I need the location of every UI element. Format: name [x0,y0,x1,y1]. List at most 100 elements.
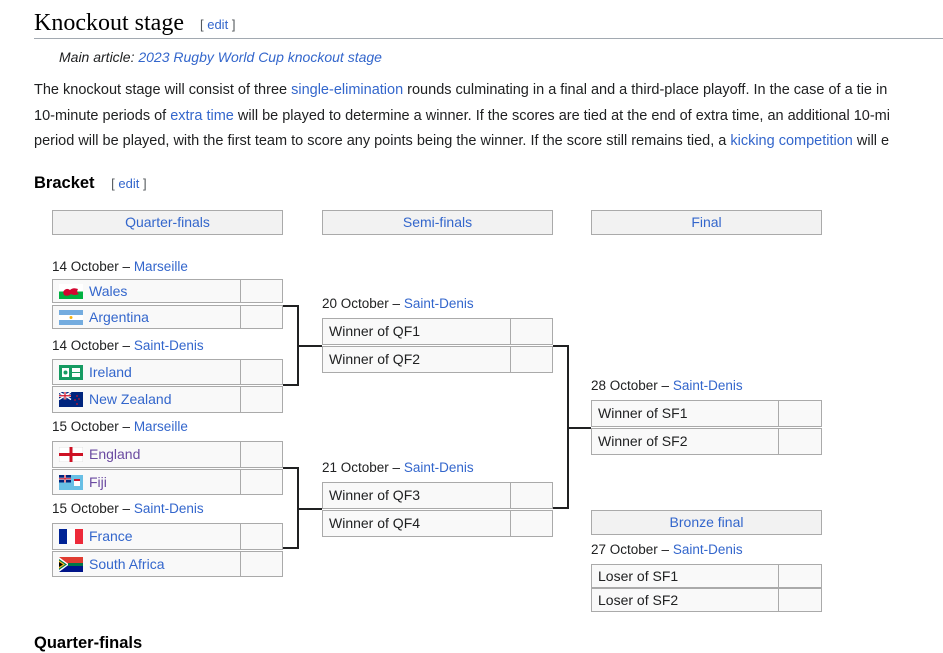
qf2-team2-row: New Zealand [52,386,283,413]
team-cell: Ireland [53,360,241,384]
main-article-link[interactable]: 2023 Rugby World Cup knockout stage [138,49,382,65]
qf2-team1-row: Ireland [52,359,283,385]
match-label-sf1: 20 October – Saint-Denis [322,296,474,311]
team-cell: Winner of SF2 [592,429,779,454]
score-cell [239,280,282,302]
team-cell: Winner of QF1 [323,319,511,344]
score-cell [509,511,552,536]
match-label-sf2: 21 October – Saint-Denis [322,460,474,475]
match-label-qf2: 14 October – Saint-Denis [52,338,204,353]
bracket-title: Bracket [34,174,95,192]
team-cell: Loser of SF2 [592,589,779,611]
final-team1-row: Winner of SF1 [591,400,822,427]
quarter-finals-heading: Quarter-finals [34,634,143,652]
hatnote-prefix: Main article: [59,49,139,65]
score-cell [239,306,282,328]
team-cell: Wales [53,280,241,302]
paragraph-text: rounds culminating in a final and a thir… [403,82,888,98]
score-cell [239,360,282,384]
venue-link[interactable]: Saint-Denis [133,338,204,353]
match-date: 14 October – [52,259,134,274]
qf3-team2-row: Fiji [52,469,283,495]
match-date: 20 October – [322,296,404,311]
team-link-england[interactable]: England [89,446,141,462]
team-cell: Fiji [53,470,241,494]
match-label-final: 28 October – Saint-Denis [591,378,743,393]
score-cell [239,442,282,467]
team-link-wales[interactable]: Wales [89,283,128,299]
venue-link[interactable]: Saint-Denis [403,460,474,475]
score-cell [509,483,552,508]
match-date: 15 October – [52,501,134,516]
score-cell [239,470,282,494]
bracket-edit-link[interactable]: edit [118,176,140,191]
round-header-semi-finals[interactable]: Semi-finals [322,210,553,235]
team-cell: Loser of SF1 [592,565,779,587]
team-link-france[interactable]: France [89,528,133,544]
round-header-bronze-final[interactable]: Bronze final [591,510,822,535]
ireland-rugby-flag-icon [59,365,83,380]
single-elimination-link[interactable]: single-elimination [291,82,404,98]
score-cell [509,347,552,372]
venue-link[interactable]: Marseille [133,419,188,434]
round-header-quarter-finals[interactable]: Quarter-finals [52,210,283,235]
venue-link[interactable]: Marseille [133,259,188,274]
qf4-team2-row: South Africa [52,551,283,577]
edit-bracket-open: [ [199,16,204,32]
match-date: 14 October – [52,338,134,353]
team-cell: Winner of QF2 [323,347,511,372]
match-label-qf3: 15 October – Marseille [52,419,188,434]
match-label-bronze: 27 October – Saint-Denis [591,542,743,557]
connector-line [283,467,299,469]
paragraph-line-2: 10-minute periods of extra time will be … [34,103,890,129]
bronze-team2-row: Loser of SF2 [591,588,822,612]
score-cell [777,401,821,426]
final-team2-row: Winner of SF2 [591,428,822,455]
team-link-fiji[interactable]: Fiji [89,474,107,490]
match-label-qf1: 14 October – Marseille [52,259,188,274]
section-title: Knockout stage [34,10,184,36]
paragraph-line-3: period will be played, with the first te… [34,128,889,154]
score-cell [777,429,821,454]
team-link-south-africa[interactable]: South Africa [89,556,165,572]
team-link-new-zealand[interactable]: New Zealand [89,391,172,407]
match-date: 15 October – [52,419,134,434]
team-cell: New Zealand [53,387,241,412]
venue-link[interactable]: Saint-Denis [133,501,204,516]
paragraph-text: will be played to determine a winner. If… [233,108,890,124]
kicking-competition-link[interactable]: kicking competition [730,133,853,149]
new-zealand-flag-icon [59,392,83,407]
connector-line [567,427,591,429]
sf2-team2-row: Winner of QF4 [322,510,553,537]
qf4-team1-row: France [52,523,283,550]
connector-line [553,345,569,347]
edit-bracket-close: ] [231,16,236,32]
extra-time-link[interactable]: extra time [170,108,234,124]
venue-link[interactable]: Saint-Denis [672,378,743,393]
section-edit-link[interactable]: edit [207,16,229,32]
team-link-ireland[interactable]: Ireland [89,364,132,380]
round-header-final[interactable]: Final [591,210,822,235]
match-date: 27 October – [591,542,673,557]
score-cell [777,565,821,587]
sf2-team1-row: Winner of QF3 [322,482,553,509]
paragraph-text: The knockout stage will consist of three [34,82,292,98]
venue-link[interactable]: Saint-Denis [403,296,474,311]
paragraph-text: 10-minute periods of [34,108,171,124]
paragraph-text: will e [852,133,890,149]
connector-line [283,547,299,549]
score-cell [777,589,821,611]
team-link-argentina[interactable]: Argentina [89,309,149,325]
heading-divider [34,38,943,39]
bracket-heading: Bracket [ edit ] [34,174,147,193]
france-flag-icon [59,529,83,544]
connector-line [553,507,569,509]
score-cell [239,524,282,549]
team-cell: Winner of SF1 [592,401,779,426]
venue-link[interactable]: Saint-Denis [672,542,743,557]
connector-line [283,384,299,386]
qf3-team1-row: England [52,441,283,468]
match-date: 28 October – [591,378,673,393]
team-cell: South Africa [53,552,241,576]
bronze-team1-row: Loser of SF1 [591,564,822,588]
